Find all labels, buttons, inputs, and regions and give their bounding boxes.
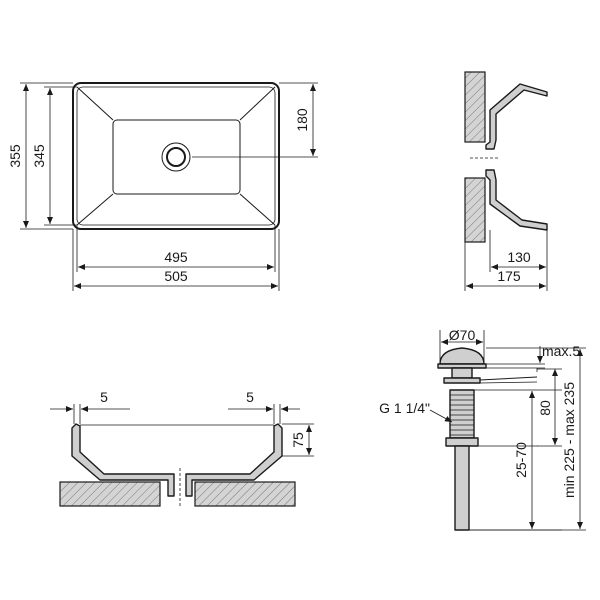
drain-tail-pipe: [454, 445, 470, 531]
basin-slope-tl: [76, 86, 114, 121]
dim-label-505: 505: [164, 268, 188, 284]
thread-lines: [450, 394, 474, 436]
dim-label-355: 355: [7, 144, 23, 168]
drain-hole-outer: [161, 142, 191, 172]
drain-collar: [451, 367, 473, 379]
dim-label-5-right: 5: [246, 389, 254, 405]
dim-label-495: 495: [164, 249, 188, 265]
drain-flange: [443, 377, 481, 384]
basin-section: [71, 423, 175, 497]
dim-label-25-70: 25-70: [513, 442, 529, 478]
basin-slope-tr: [239, 86, 276, 121]
countertop-upper: [464, 71, 486, 143]
basin-slope-bl: [76, 193, 114, 226]
side-section-view: 130 175: [464, 71, 548, 291]
counter-right: [194, 481, 296, 507]
drain-seal: [479, 376, 538, 381]
drain-cap: [439, 347, 485, 365]
dim-label-345: 345: [31, 144, 47, 168]
leader-thread: [429, 409, 453, 423]
drain-seal-2: [479, 381, 538, 384]
top-view: 355 345 180 495 505: [7, 82, 318, 291]
dim-label-75: 75: [290, 432, 306, 448]
countertop-lower: [464, 177, 486, 243]
dim-label-5-left: 5: [100, 389, 108, 405]
basin-slope-br: [239, 193, 276, 226]
dim-label-80: 80: [537, 400, 553, 416]
drain-view: Ø70 max.5 G 1 1/4" 80 25-70 min 225 - ma…: [379, 327, 586, 531]
basin-section-right: [185, 423, 283, 497]
dim-label-175: 175: [497, 268, 521, 284]
dim-label-total: min 225 - max 235: [561, 382, 577, 498]
basin-wall-lower: [485, 169, 548, 231]
dim-label-180: 180: [294, 108, 310, 132]
drain-hole-inner: [166, 147, 186, 167]
dim-label-130: 130: [507, 249, 531, 265]
dim-label-d70: Ø70: [449, 327, 476, 343]
dim-label-max5: max.5: [542, 343, 580, 359]
front-section-view: 5 5 75: [50, 389, 314, 507]
counter-left: [59, 481, 161, 507]
dim-label-thread: G 1 1/4": [379, 400, 430, 416]
drain-threaded-body: [449, 389, 475, 439]
drain-nut: [445, 437, 479, 447]
basin-inner-rim: [76, 86, 276, 226]
basin-wall-upper: [485, 83, 548, 150]
basin-outer-rim: [72, 82, 280, 230]
